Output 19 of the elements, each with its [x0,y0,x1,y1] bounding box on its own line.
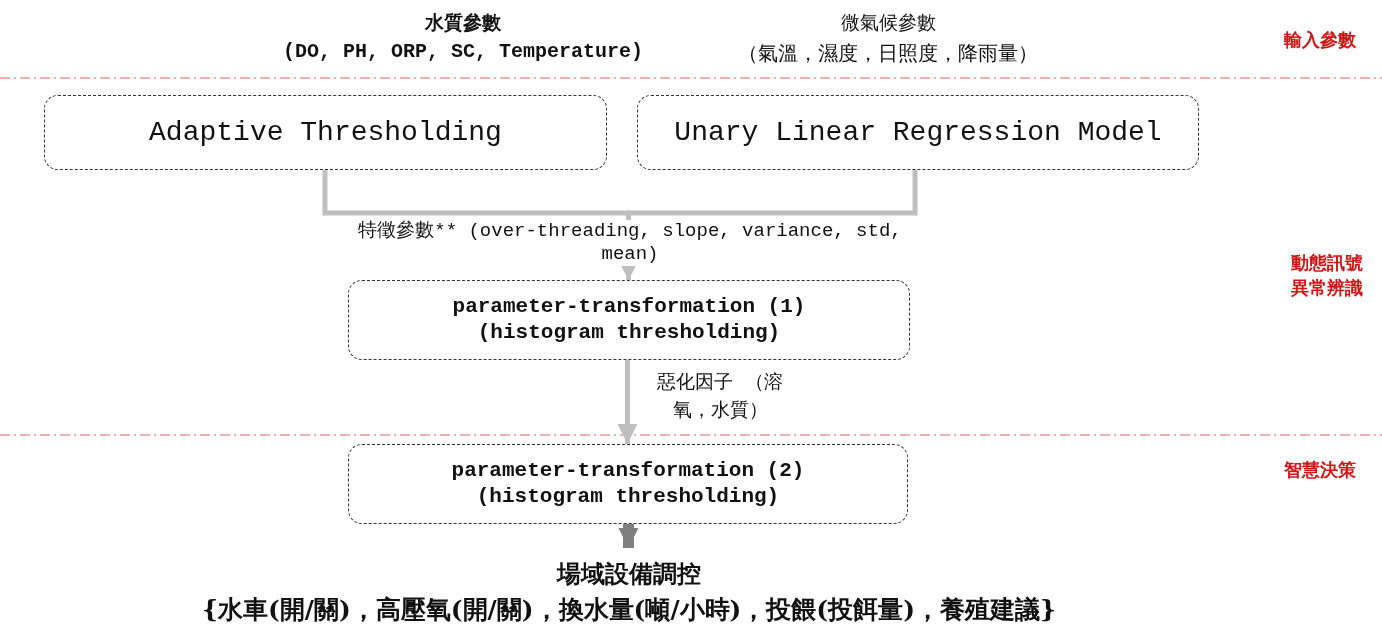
process-box [348,444,908,524]
box-label: parameter-transformation (1) (histogram thresholding) [451,293,807,346]
connector-arrow [617,360,638,444]
stage-label: 動態訊號異常辨識 [1290,251,1364,301]
input-parameter-text: (DO, PH, ORP, SC, Temperature) [282,40,644,63]
stage-label: 智慧決策 [1284,458,1356,482]
process-box [348,280,910,360]
process-box [44,95,607,170]
input-parameter-text: 微氣候參數 [840,12,936,36]
stage-label: 輸入參數 [1284,28,1356,52]
output-list-text: {水車(開/關)，高壓氧(開/關)，換水量(噸/小時)，投餵(投餌量)，養殖建議} [201,594,1057,627]
connector-arrow [618,524,639,548]
box-label: parameter-transformation (2) (histogram thresholding) [450,457,806,510]
input-parameter-text: 水質參數 [425,12,501,36]
input-parameter-text: （氣溫，濕度，日照度，降雨量） [738,42,1038,67]
output-heading: 場域設備調控 [557,558,701,591]
process-box [637,95,1199,170]
box-label: Unary Linear Regression Model [674,117,1162,148]
box-label: Adaptive Thresholding [149,117,502,148]
